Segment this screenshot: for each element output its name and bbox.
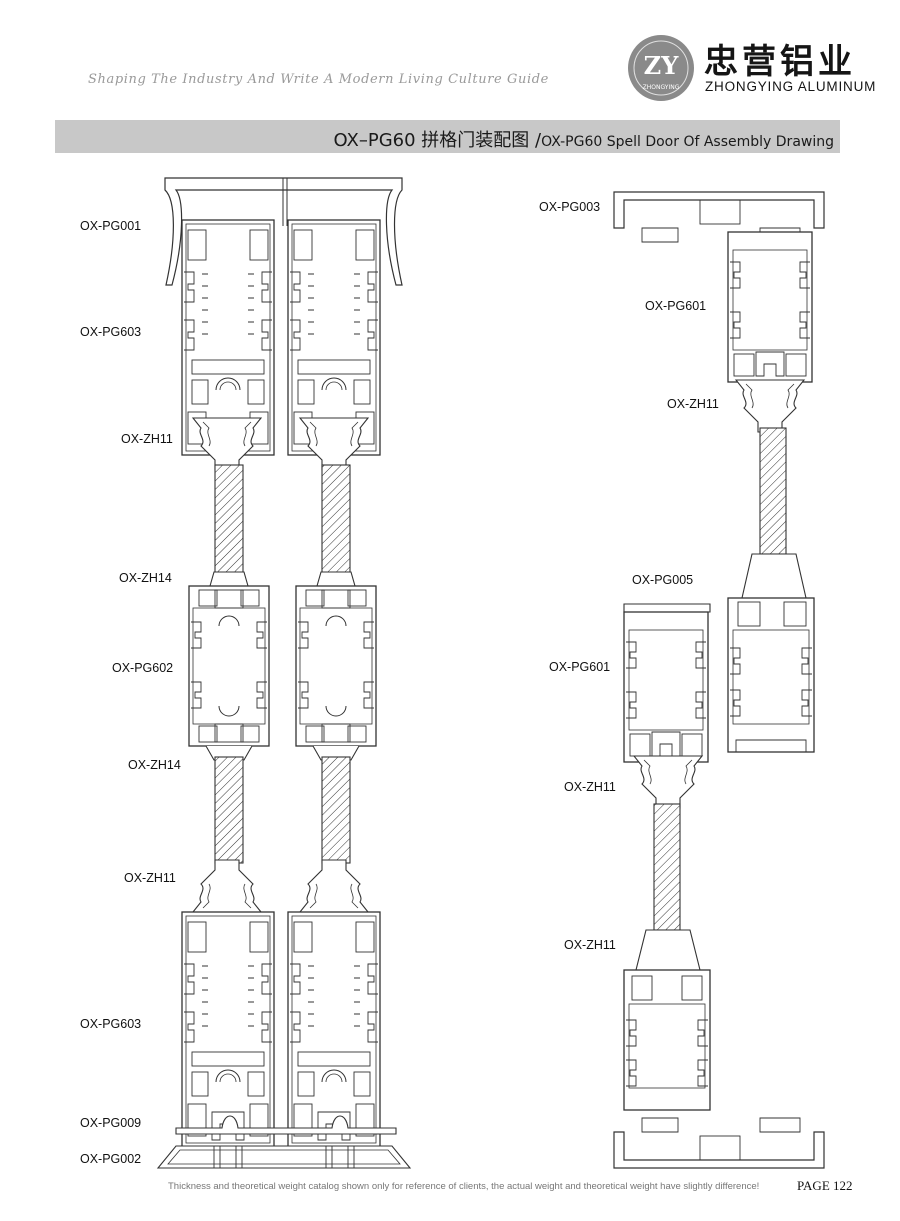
page-title-cn: OX–PG60 拼格门装配图 /	[333, 130, 542, 151]
title-bar: OX–PG60 拼格门装配图 /OX-PG60 Spell Door Of As…	[55, 120, 840, 153]
label-ox-zh11-bottom: OX-ZH11	[124, 871, 176, 885]
label-ox-zh14-bottom: OX-ZH14	[128, 758, 181, 772]
label-ox-zh11-right-bottom: OX-ZH11	[564, 938, 616, 952]
brand-name-cn: 忠营铝业	[704, 42, 856, 82]
label-ox-pg603-top: OX-PG603	[80, 325, 142, 339]
label-ox-pg601-bottom: OX-PG601	[549, 660, 611, 674]
brand-name-en: ZHONGYING ALUMINUM	[705, 79, 877, 94]
page-title: OX–PG60 拼格门装配图 /OX-PG60 Spell Door Of As…	[334, 126, 834, 152]
label-ox-zh11-right-mid: OX-ZH11	[564, 780, 616, 794]
logo-letters: ZY	[644, 51, 680, 80]
label-ox-pg602: OX-PG602	[112, 661, 174, 675]
label-ox-pg009: OX-PG009	[80, 1116, 142, 1130]
label-ox-pg603-bottom: OX-PG603	[80, 1017, 142, 1031]
slogan: Shaping The Industry And Write A Modern …	[88, 72, 549, 87]
page-title-en: OX-PG60 Spell Door Of Assembly Drawing	[541, 134, 834, 150]
footer-disclaimer: Thickness and theoretical weight catalog…	[168, 1181, 760, 1192]
company-logo: ZY ZHONGYING	[628, 35, 694, 101]
label-ox-zh11-right-top: OX-ZH11	[667, 397, 719, 411]
label-ox-pg003: OX-PG003	[539, 200, 601, 214]
label-ox-pg601-top: OX-PG601	[645, 299, 707, 313]
logo-ring-text: ZHONGYING	[643, 84, 680, 91]
label-ox-zh14-top: OX-ZH14	[119, 571, 172, 585]
label-ox-zh11-top: OX-ZH11	[121, 432, 173, 446]
label-ox-pg001: OX-PG001	[80, 219, 142, 233]
label-ox-pg005: OX-PG005	[632, 573, 694, 587]
label-ox-pg002: OX-PG002	[80, 1152, 142, 1166]
page-number: PAGE 122	[797, 1178, 853, 1193]
